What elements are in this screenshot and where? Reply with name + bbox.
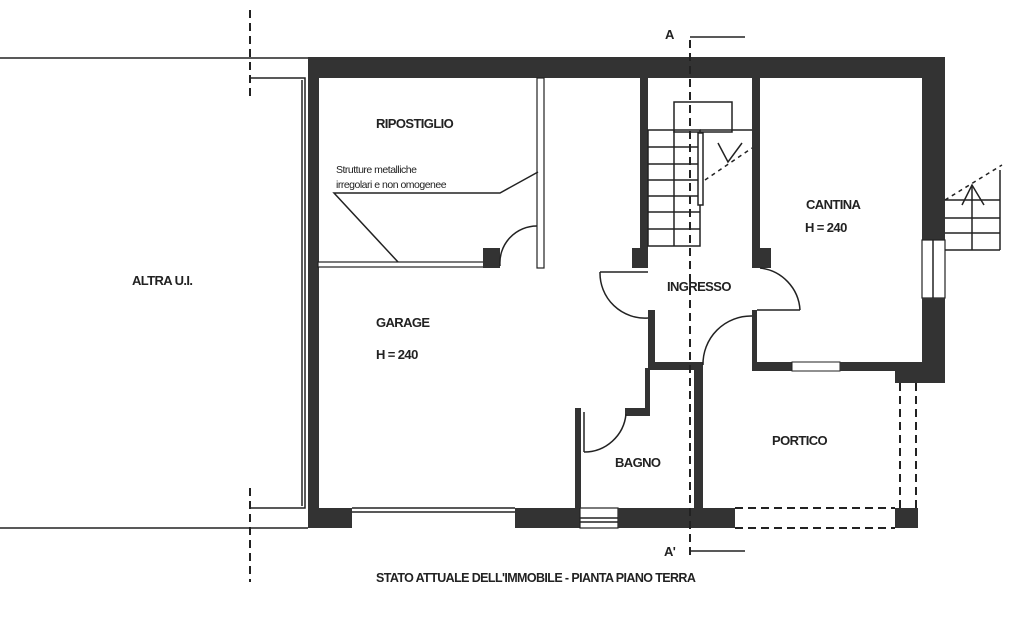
- internal-stairs: [647, 101, 753, 247]
- room-label-storage: RIPOSTIGLIO: [376, 116, 454, 131]
- other-unit-outline: [0, 10, 308, 582]
- plan-title: STATO ATTUALE DELL'IMMOBILE - PIANTA PIA…: [376, 571, 696, 585]
- note-leader-line: [332, 171, 539, 263]
- cellar-height: H = 240: [805, 220, 847, 235]
- room-label-bathroom: BAGNO: [615, 455, 661, 470]
- garage-height: H = 240: [376, 347, 418, 362]
- storage-note-line2: irregolari e non omogenee: [336, 179, 447, 191]
- walls: [308, 57, 946, 529]
- section-mark-top: A: [665, 27, 675, 42]
- section-line-a: [689, 36, 745, 560]
- room-label-entrance: INGRESSO: [667, 279, 731, 294]
- room-label-garage: GARAGE: [376, 315, 430, 330]
- door-swings: [499, 225, 801, 453]
- external-stairs: [944, 164, 1003, 251]
- room-label-other-unit: ALTRA U.I.: [132, 273, 192, 288]
- porch-outline: [735, 383, 917, 529]
- section-mark-bottom: A': [664, 544, 676, 559]
- room-label-porch: PORTICO: [772, 433, 828, 448]
- room-label-cellar: CANTINA: [806, 197, 862, 212]
- storage-note-line1: Strutture metalliche: [336, 164, 417, 176]
